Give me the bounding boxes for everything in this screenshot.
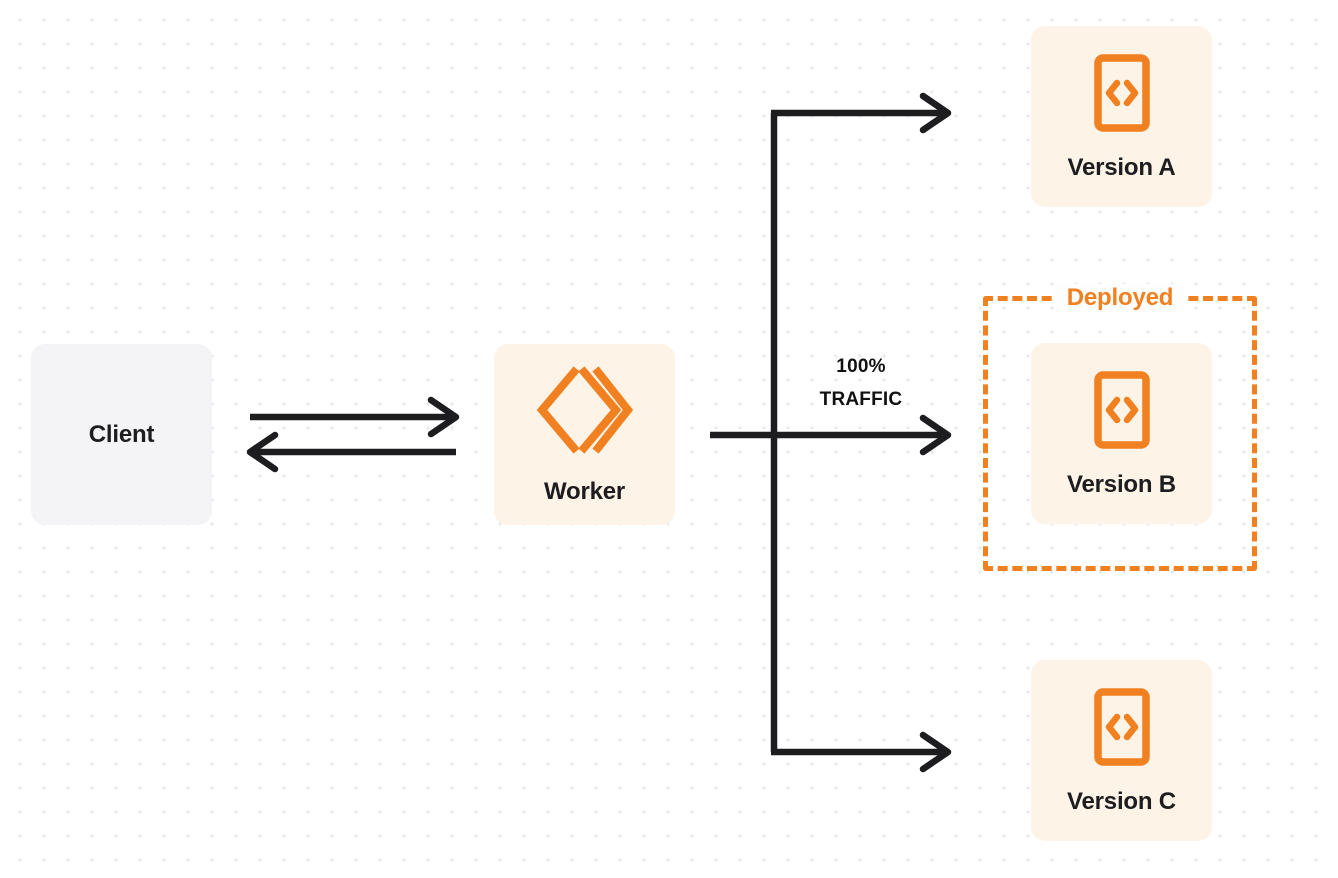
node-version-a-label: Version A <box>1067 153 1176 181</box>
edge-to-version-a-arrowhead <box>919 92 952 134</box>
traffic-share-label: 100% TRAFFIC <box>806 350 916 417</box>
node-version-c-label: Version C <box>1067 787 1176 815</box>
deployed-group-outline: Deployed <box>983 284 1257 571</box>
node-worker-label: Worker <box>543 477 626 505</box>
edge-worker-to-client-arrowhead <box>246 431 279 473</box>
traffic-percent: 100% <box>836 356 886 377</box>
node-client[interactable]: Client <box>31 344 212 525</box>
node-worker[interactable]: Worker <box>494 344 675 525</box>
node-client-label: Client <box>88 420 155 448</box>
code-file-icon <box>1093 370 1150 449</box>
node-version-b[interactable]: Version B <box>1031 343 1212 524</box>
cloudflare-workers-logo-icon <box>536 365 634 454</box>
code-file-icon <box>1093 687 1150 766</box>
node-version-b-label: Version B <box>1067 470 1176 498</box>
traffic-word: TRAFFIC <box>819 389 903 411</box>
code-file-icon <box>1093 53 1150 132</box>
node-version-c[interactable]: Version C <box>1031 660 1212 841</box>
deployed-group-label: Deployed <box>1054 284 1186 313</box>
node-version-a[interactable]: Version A <box>1031 26 1212 207</box>
edge-client-to-worker-arrowhead <box>427 396 460 438</box>
edge-to-version-c-arrowhead <box>919 731 952 773</box>
edge-to-version-b-arrowhead <box>919 414 952 456</box>
